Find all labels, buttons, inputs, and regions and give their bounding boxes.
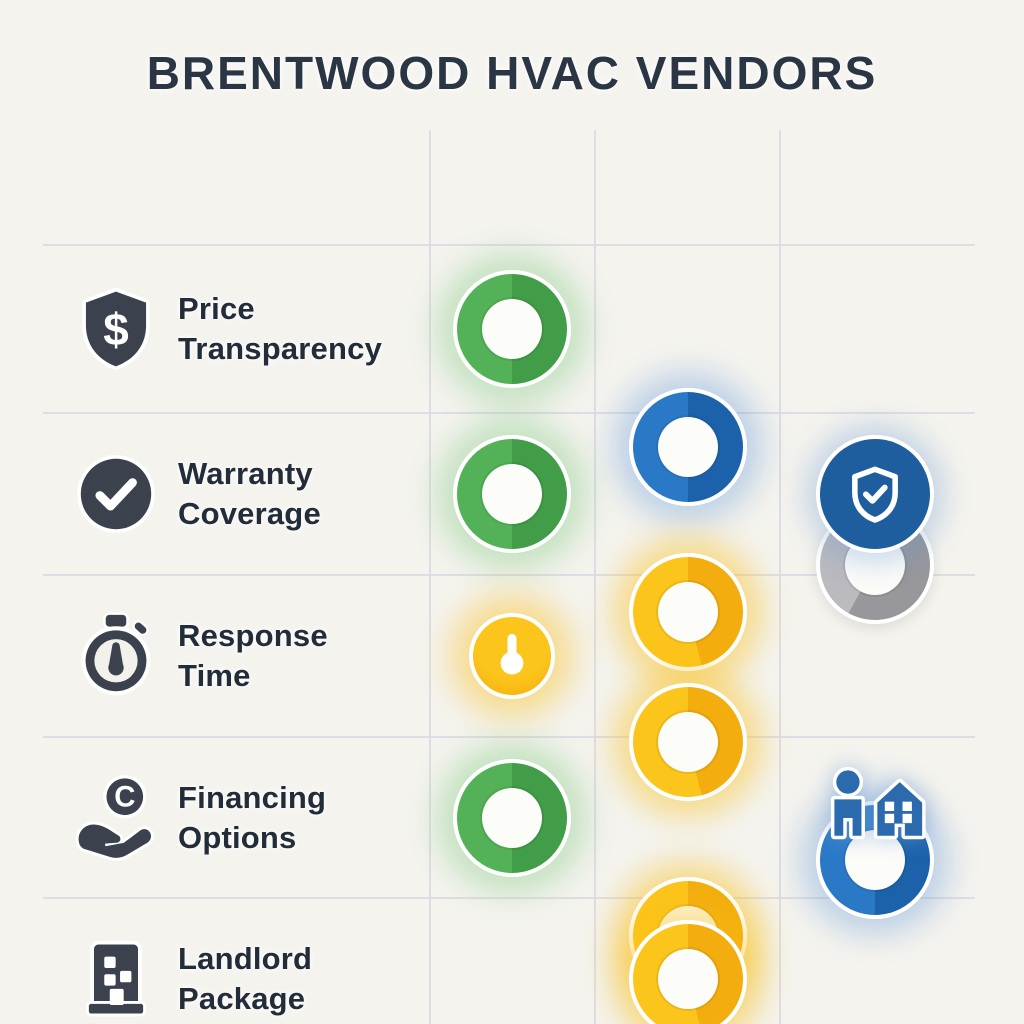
ring-hole [482, 299, 542, 359]
yellow-ring-indicator [629, 920, 747, 1024]
grid-line-horizontal-2 [43, 412, 975, 414]
row-label-line: Coverage [178, 496, 321, 531]
ring-hole [658, 949, 718, 1009]
shield-dollar-icon: $ [72, 285, 160, 373]
row-label-line: Transparency [178, 331, 383, 366]
grid-line-horizontal-4 [43, 736, 975, 738]
row-label-line: Time [178, 658, 251, 693]
hand-coin-icon: C [72, 774, 160, 862]
ring-hole [482, 787, 542, 848]
shield-check-icon [852, 466, 898, 523]
grid-line-vertical-1 [429, 130, 431, 1024]
clock-hand-icon [500, 633, 524, 675]
row-label-line: Landlord [178, 941, 313, 976]
svg-text:C: C [114, 780, 135, 813]
row-label-line: Price [178, 291, 255, 326]
green-ring-indicator [453, 435, 571, 553]
small-yellow-dot-indicator [469, 613, 555, 699]
ring-hole [482, 464, 542, 524]
green-ring-indicator [453, 758, 571, 877]
row-label-line: Financing [178, 779, 327, 815]
ring-hole [658, 712, 718, 772]
yellow-ring-indicator [629, 683, 747, 801]
blue-shield-badge-indicator [816, 435, 934, 553]
grid-line-horizontal-3 [43, 574, 975, 576]
yellow-ring-indicator [629, 553, 747, 671]
row-label-line: Response [178, 618, 328, 653]
row-label-line: Warranty [178, 456, 313, 491]
ring-hole [845, 830, 905, 890]
person-house-icon [814, 762, 936, 874]
building-icon [72, 935, 160, 1023]
page-title: BRENTWOOD HVAC VENDORS [146, 47, 878, 99]
row-label-line: Options [178, 819, 297, 855]
stopwatch-icon [72, 612, 160, 700]
ring-hole [658, 582, 718, 642]
grid-line-vertical-2 [594, 130, 596, 1024]
row-label-line: Package [178, 981, 306, 1016]
grid-line-vertical-3 [779, 130, 781, 1024]
green-ring-indicator [453, 270, 571, 388]
ring-hole [658, 417, 718, 477]
blue-ring-indicator [629, 388, 747, 506]
grid-line-horizontal-1 [43, 244, 975, 246]
circle-check-icon [72, 450, 160, 538]
grid-line-horizontal-5 [43, 897, 975, 899]
svg-text:$: $ [103, 304, 129, 355]
